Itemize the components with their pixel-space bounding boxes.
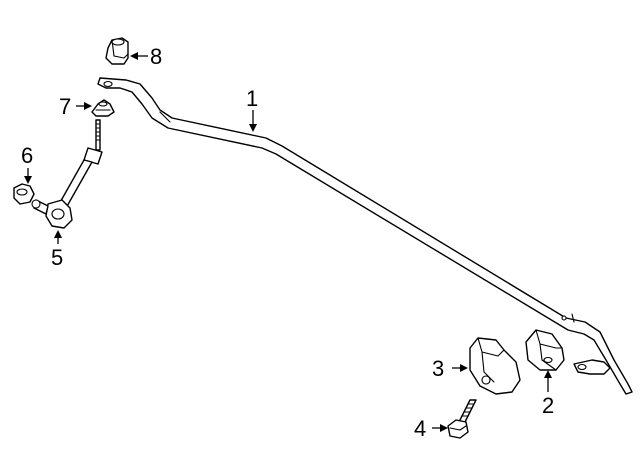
leader-5: [54, 230, 62, 244]
callout-1: 1: [246, 86, 258, 111]
grommet: [91, 99, 115, 117]
callout-2: 2: [542, 393, 554, 418]
callout-6: 6: [21, 143, 33, 168]
leader-4: [432, 424, 448, 432]
stabilizer-bar: [97, 77, 633, 395]
bracket: [469, 337, 521, 395]
leader-7: [76, 102, 92, 110]
bushing-top: [105, 37, 129, 65]
leader-3: [452, 364, 468, 372]
callout-8: 8: [150, 44, 162, 69]
leader-8: [130, 52, 148, 60]
stabilizer-link: [31, 119, 103, 229]
callout-5: 5: [51, 245, 63, 270]
callout-3: 3: [432, 356, 444, 381]
callout-7: 7: [59, 94, 71, 119]
leader-2: [544, 370, 552, 392]
bolt: [447, 399, 477, 439]
leader-6: [24, 168, 32, 184]
nut: [13, 183, 35, 205]
callout-4: 4: [414, 416, 426, 441]
leader-1: [249, 110, 257, 132]
bushing-right: [525, 329, 565, 371]
